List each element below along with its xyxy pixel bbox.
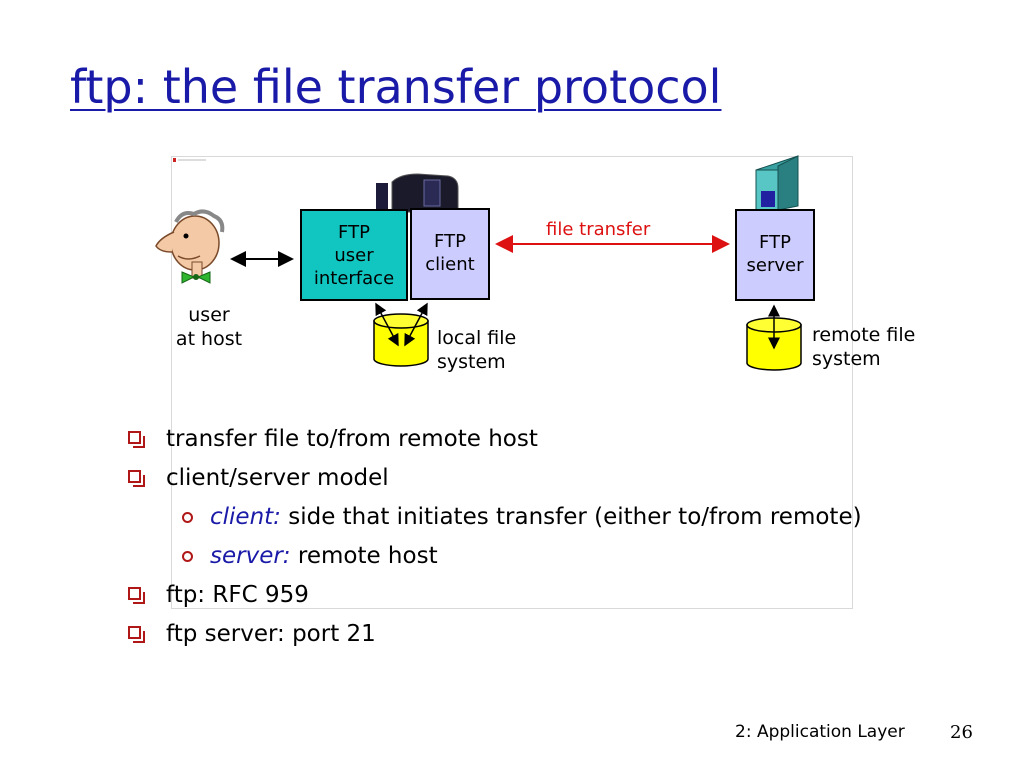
bullet-text: side that initiates transfer (either to/… [280, 504, 862, 530]
square-bullet-icon [128, 626, 145, 643]
ftp-user-interface-line-3: interface [313, 268, 395, 289]
bullet-item: transfer file to/from remote host [126, 424, 906, 454]
bullet-keyword: server: [210, 543, 291, 569]
diagram-frame [171, 156, 853, 609]
user-label-line-1: user [188, 304, 230, 326]
bullet-item: client/server model [126, 463, 906, 493]
bullet-list: transfer file to/from remote host client… [126, 424, 906, 658]
slide-title: ftp: the file transfer protocol [70, 60, 722, 114]
person-icon [155, 209, 225, 284]
workstation-icon [376, 173, 459, 213]
ftp-user-interface-box: FTP user interface [300, 209, 408, 301]
bullet-text: remote host [290, 543, 438, 569]
bullet-text: transfer file to/from remote host [166, 426, 538, 452]
square-bullet-icon [128, 587, 145, 604]
local-fs-line-1: local file [437, 327, 517, 349]
bullet-text: ftp: RFC 959 [166, 582, 309, 608]
circle-bullet-icon [182, 551, 193, 562]
bullet-item: ftp: RFC 959 [126, 580, 906, 610]
sub-bullet-item: client: side that initiates transfer (ei… [126, 502, 900, 532]
ftp-user-interface-line-2: user [334, 245, 374, 266]
bullet-text: client/server model [166, 465, 389, 491]
ftp-client-line-1: FTP [434, 231, 466, 252]
local-fs-line-2: system [437, 351, 506, 373]
footer-text: 2: Application Layer [735, 722, 905, 742]
remote-fs-line-2: system [812, 348, 881, 370]
local-disk-icon [373, 313, 429, 367]
bullet-text: ftp server: port 21 [166, 621, 376, 647]
file-transfer-label: file transfer [546, 219, 651, 240]
ftp-server-line-1: FTP [759, 232, 791, 253]
sub-bullet-item: server: remote host [126, 541, 900, 571]
page-number: 26 [950, 722, 973, 743]
ftp-server-box: FTP server [735, 209, 815, 301]
server-tower-icon [755, 155, 799, 215]
ftp-server-line-2: server [746, 255, 804, 276]
user-label-line-2: at host [175, 328, 243, 350]
circle-bullet-icon [182, 512, 193, 523]
local-file-system-label: local file system [437, 326, 516, 374]
remote-file-system-label: remote file system [812, 323, 915, 371]
user-at-host-label: user at host [166, 303, 252, 351]
square-bullet-icon [128, 470, 145, 487]
ftp-user-interface-line-1: FTP [338, 222, 370, 243]
ftp-client-box: FTP client [410, 208, 490, 300]
remote-fs-line-1: remote file [812, 324, 916, 346]
corner-mark-icon [173, 158, 206, 162]
bullet-item: ftp server: port 21 [126, 619, 906, 649]
square-bullet-icon [128, 431, 145, 448]
bullet-keyword: client: [210, 504, 281, 530]
ftp-client-line-2: client [425, 254, 475, 275]
